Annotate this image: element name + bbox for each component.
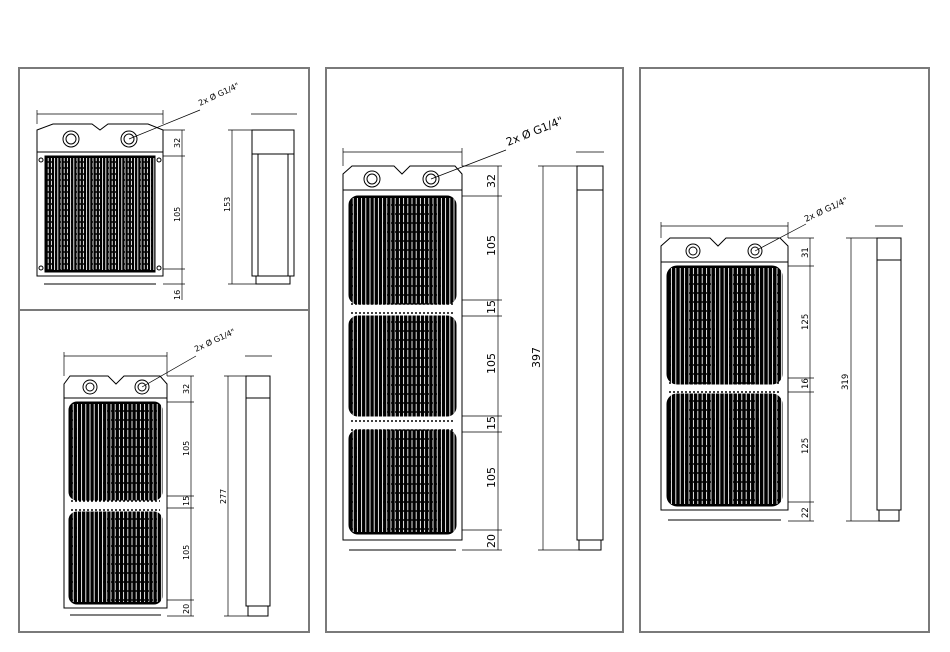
dim-gap-a: 15	[485, 300, 498, 314]
dim-gap: 15	[182, 496, 191, 506]
dim-top: 32	[173, 138, 182, 148]
dim-gap-b: 15	[485, 416, 498, 430]
radiator-240-front-view	[64, 376, 167, 615]
dim-bottom: 20	[182, 604, 191, 614]
dim-top: 32	[182, 384, 191, 394]
dim-core-b: 125	[801, 438, 811, 454]
dim-top: 31	[801, 247, 811, 258]
dim-core-c: 105	[485, 467, 498, 488]
radiator-360-front-view	[343, 166, 462, 550]
dim-core-b: 105	[485, 353, 498, 374]
panel-240-frame	[19, 310, 309, 632]
dim-bottom: 16	[173, 290, 182, 300]
dim-core-a: 105	[485, 235, 498, 256]
dim-bottom: 22	[801, 507, 811, 518]
radiator-280-front-view	[661, 238, 788, 520]
dim-length: 397	[530, 347, 543, 368]
dim-gap: 16	[801, 378, 811, 389]
dim-length: 277	[219, 489, 228, 504]
dim-length: 153	[223, 197, 232, 212]
dim-length: 319	[841, 374, 851, 390]
dim-core-b: 105	[182, 545, 191, 560]
dim-core-a: 105	[182, 441, 191, 456]
dim-core: 105	[173, 207, 182, 222]
dim-core-a: 125	[801, 314, 811, 330]
fin-core	[349, 430, 456, 534]
dim-top: 32	[485, 174, 498, 188]
dim-bottom: 20	[485, 534, 498, 548]
